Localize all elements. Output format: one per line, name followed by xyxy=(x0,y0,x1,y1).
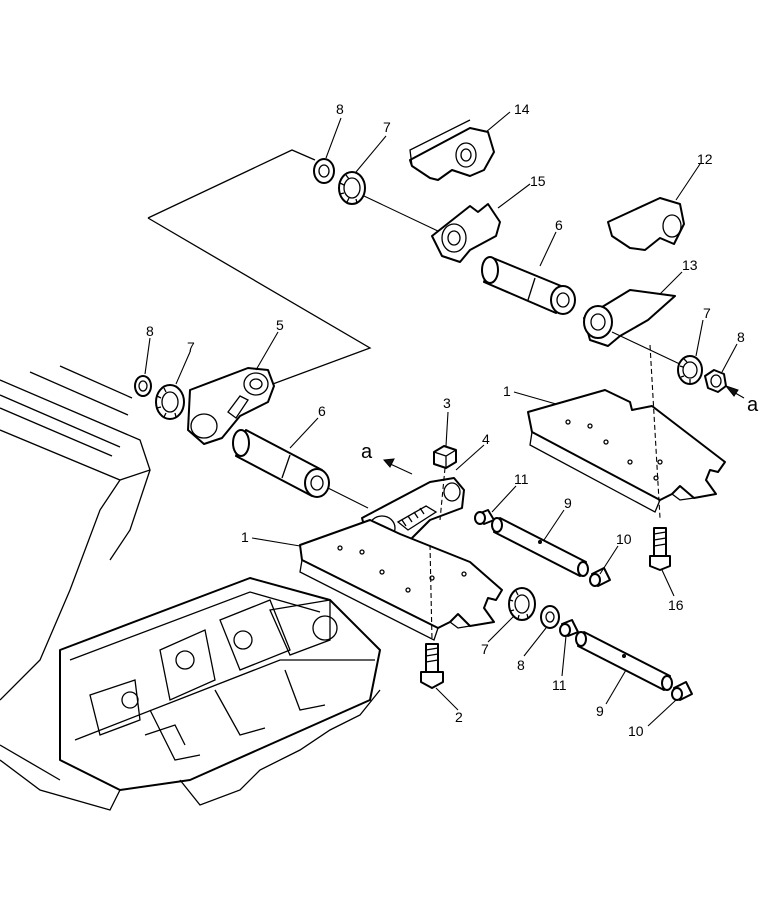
part-7-lower-seal xyxy=(508,587,536,621)
detail-bracket-line xyxy=(147,149,316,219)
part-8-right-nut xyxy=(704,369,727,393)
part-8-top-washer xyxy=(313,158,335,184)
callout-8-left: 8 xyxy=(146,323,154,339)
callout-7-left: 7 xyxy=(187,339,195,355)
callout-14: 14 xyxy=(514,101,530,117)
part-8-lower-washer xyxy=(540,605,560,629)
callout-2: 2 xyxy=(455,709,463,725)
callout-5: 5 xyxy=(276,317,284,333)
part-1-track-shoe-left xyxy=(299,519,503,641)
callout-6-left: 6 xyxy=(318,403,326,419)
assembly-axis-top xyxy=(363,195,441,233)
part-1-track-shoe-right xyxy=(527,389,726,513)
part-7-left-seal xyxy=(155,384,185,420)
part-16-bolt xyxy=(649,527,671,571)
part-11-lower-plug xyxy=(559,619,579,637)
callout-1-right: 1 xyxy=(503,383,511,399)
view-arrow-right: a xyxy=(724,384,759,416)
part-2-bolt xyxy=(420,643,444,689)
view-mark-right: a xyxy=(747,394,759,416)
part-7-right-seal xyxy=(677,355,703,385)
part-9-lower-pin xyxy=(575,631,673,691)
callout-3: 3 xyxy=(443,395,451,411)
part-15-link-end xyxy=(431,203,501,263)
callout-16: 16 xyxy=(668,597,684,613)
part-14-casting xyxy=(409,119,495,181)
callout-13: 13 xyxy=(682,257,698,273)
assembly-axis-left xyxy=(327,487,369,509)
part-3-nut xyxy=(433,445,457,469)
part-6-left-bushing xyxy=(232,429,330,498)
part-8-left-washer xyxy=(134,375,152,397)
assembly-axis-right xyxy=(611,331,685,367)
callout-7-right: 7 xyxy=(703,305,711,321)
callout-7-lower: 7 xyxy=(481,641,489,657)
part-7-top-seal xyxy=(338,171,366,205)
callout-8-lower: 8 xyxy=(517,657,525,673)
callout-1-left: 1 xyxy=(241,529,249,545)
detail-bracket-line-lower xyxy=(147,217,372,389)
part-6-top-bushing xyxy=(481,256,576,315)
leader-lines xyxy=(144,111,738,727)
callout-7-top: 7 xyxy=(383,119,391,135)
callout-15: 15 xyxy=(530,173,546,189)
callout-6-top: 6 xyxy=(555,217,563,233)
part-9-upper-pin xyxy=(491,517,589,577)
callout-8-right: 8 xyxy=(737,329,745,345)
part-10-upper-cap xyxy=(589,567,611,587)
callout-9-lower: 9 xyxy=(596,703,604,719)
callout-12: 12 xyxy=(697,151,713,167)
callout-10-upper: 10 xyxy=(616,531,632,547)
track-frame-assembly xyxy=(0,365,381,811)
callout-9-upper: 9 xyxy=(564,495,572,511)
view-mark-left: a xyxy=(361,441,373,463)
callout-11-lower: 11 xyxy=(552,677,567,693)
part-5-link xyxy=(187,367,275,445)
view-arrow-left: a xyxy=(361,441,413,475)
callout-11-upper: 11 xyxy=(514,471,529,487)
callout-8-top: 8 xyxy=(336,101,344,117)
callout-10-lower: 10 xyxy=(628,723,644,739)
part-10-lower-cap xyxy=(671,681,693,701)
part-12-casting xyxy=(607,197,685,251)
part-11-upper-plug xyxy=(474,509,495,525)
nut-axis xyxy=(439,467,446,521)
bolt-axis-right xyxy=(649,344,661,519)
callout-4: 4 xyxy=(482,431,490,447)
part-13-link xyxy=(583,289,676,347)
